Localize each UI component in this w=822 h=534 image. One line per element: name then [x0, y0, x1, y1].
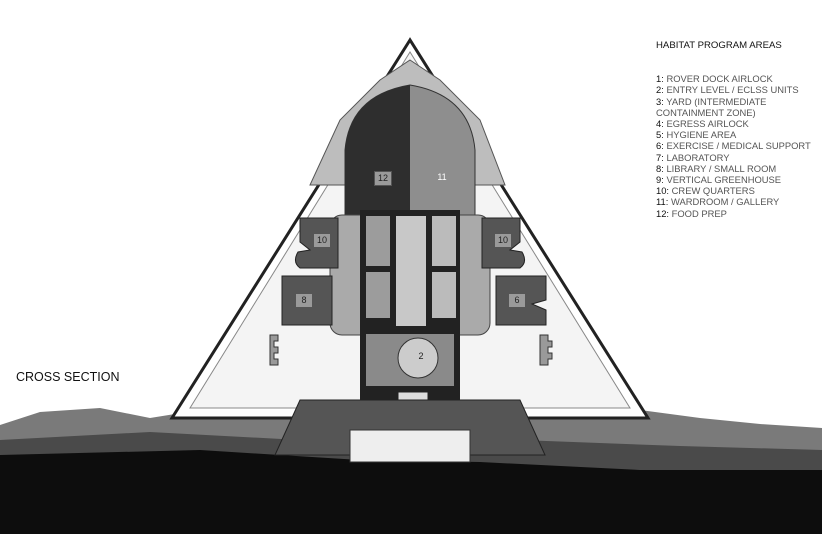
legend-item: 4: EGRESS AIRLOCK: [656, 118, 811, 129]
legend-item-label: VERTICAL GREENHOUSE: [666, 174, 782, 186]
area-tag-8: 8: [295, 293, 313, 308]
legend-item-label: WARDROOM / GALLERY: [670, 196, 780, 208]
core-cell: [366, 272, 390, 318]
legend-item: 1: ROVER DOCK AIRLOCK: [656, 73, 811, 84]
legend-item-number: 5:: [656, 129, 664, 141]
legend-item-number: 6:: [656, 140, 664, 152]
area-tag-10-right: 10: [494, 233, 512, 248]
core-cell: [366, 216, 390, 266]
legend-item-label: FOOD PREP: [671, 207, 727, 219]
base-platform: [274, 399, 546, 456]
legend-item-label: HYGIENE AREA: [666, 129, 737, 141]
legend-title: HABITAT PROGRAM AREAS: [656, 40, 782, 51]
legend-item-number: 2:: [656, 84, 664, 96]
legend-item: 2: ENTRY LEVEL / ECLSS UNITS: [656, 84, 811, 95]
legend-item: 7: LABORATORY: [656, 152, 811, 163]
legend-item: 10: CREW QUARTERS: [656, 185, 811, 196]
legend-item-label: LABORATORY: [666, 151, 730, 163]
area-tag-12: 12: [374, 171, 392, 186]
legend-item-number: 11:: [656, 196, 669, 208]
legend-item-number: 9:: [656, 174, 664, 186]
stair-right: [539, 334, 553, 366]
legend-item-number: 8:: [656, 162, 664, 174]
legend-item: 5: HYGIENE AREA: [656, 129, 811, 140]
legend-item-label: YARD (INTERMEDIATE CONTAINMENT ZONE): [656, 95, 767, 118]
legend-item-number: 7:: [656, 151, 664, 163]
legend-item: 8: LIBRARY / SMALL ROOM: [656, 163, 811, 174]
stair-left: [269, 334, 279, 366]
legend-item-number: 3:: [656, 95, 664, 107]
area-tag-10-left: 10: [313, 233, 331, 248]
core-cell: [432, 216, 456, 266]
greenhouse-shaft: [396, 216, 426, 326]
area-tag-6: 6: [508, 293, 526, 308]
legend-item: 6: EXERCISE / MEDICAL SUPPORT: [656, 140, 811, 151]
terrain-front: [0, 450, 822, 534]
section-title: CROSS SECTION: [16, 370, 120, 384]
legend-item: 12: FOOD PREP: [656, 208, 811, 219]
legend-item-label: ROVER DOCK AIRLOCK: [666, 73, 773, 85]
program-legend: HABITAT PROGRAM AREAS 1: ROVER DOCK AIRL…: [656, 40, 811, 219]
eclss-unit: [397, 337, 439, 379]
legend-item-label: EGRESS AIRLOCK: [666, 118, 749, 130]
area-tag-11: 11: [437, 172, 447, 182]
area-tag-2: 2: [418, 351, 424, 361]
core-cell: [432, 272, 456, 318]
legend-item: 11: WARDROOM / GALLERY: [656, 196, 811, 207]
legend-item-number: 1:: [656, 73, 664, 85]
legend-item: 9: VERTICAL GREENHOUSE: [656, 174, 811, 185]
legend-item-number: 4:: [656, 118, 664, 130]
legend-item-number: 12:: [656, 207, 670, 219]
legend-item: 3: YARD (INTERMEDIATE CONTAINMENT ZONE): [656, 96, 786, 118]
legend-item-label: EXERCISE / MEDICAL SUPPORT: [666, 140, 811, 152]
legend-item-label: CREW QUARTERS: [671, 185, 755, 197]
legend-item-label: ENTRY LEVEL / ECLSS UNITS: [666, 84, 799, 96]
yard-pit: [349, 429, 471, 463]
legend-item-label: LIBRARY / SMALL ROOM: [666, 162, 777, 174]
dome-left: [345, 85, 410, 215]
legend-item-number: 10:: [656, 185, 670, 197]
